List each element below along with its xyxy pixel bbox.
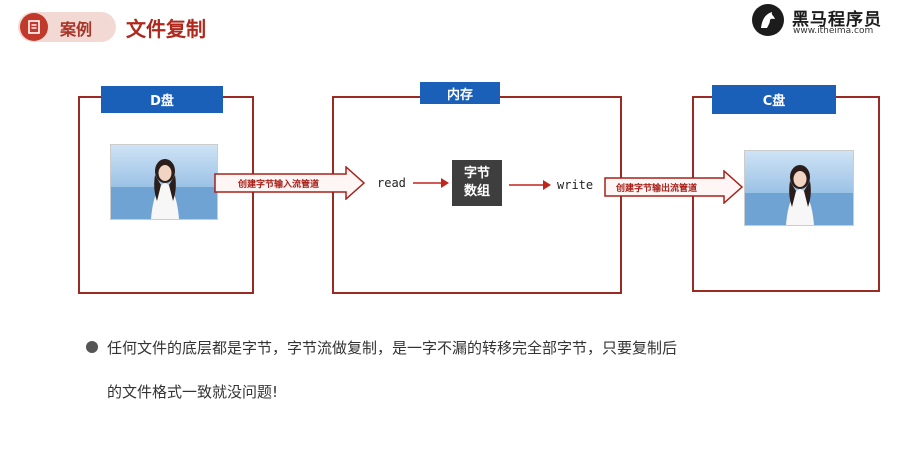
horse-logo-icon <box>752 4 784 36</box>
document-icon <box>20 13 48 41</box>
brand-name: 黑马程序员 <box>792 10 882 30</box>
write-arrow-icon <box>509 180 551 190</box>
brand-url: www.itheima.com <box>793 26 874 36</box>
note-line-2: 的文件格式一致就没问题! <box>107 383 279 401</box>
memory-title: 内存 <box>420 82 500 104</box>
read-arrow-icon <box>413 178 449 188</box>
input-stream-arrow <box>214 166 366 200</box>
write-label: write <box>557 178 594 192</box>
byte-array-line1: 字节 <box>463 166 490 181</box>
header-tag: 案例 <box>60 20 93 39</box>
byte-array-box: 字节 数组 <box>452 160 502 206</box>
copied-image <box>744 150 854 226</box>
output-stream-label: 创建字节输出流管道 <box>616 184 698 194</box>
input-stream-label: 创建字节输入流管道 <box>238 180 320 190</box>
bullet-dot-icon <box>86 341 98 353</box>
output-stream-arrow <box>604 170 744 204</box>
byte-array-line2: 数组 <box>463 184 490 199</box>
note-line-1: 任何文件的底层都是字节，字节流做复制，是一字不漏的转移完全部字节，只要复制后 <box>107 339 678 357</box>
read-label: read <box>377 176 406 190</box>
disk-d-title: D盘 <box>101 86 223 113</box>
source-image <box>110 144 218 220</box>
disk-c-title: C盘 <box>712 85 836 114</box>
page-title: 文件复制 <box>126 17 206 41</box>
